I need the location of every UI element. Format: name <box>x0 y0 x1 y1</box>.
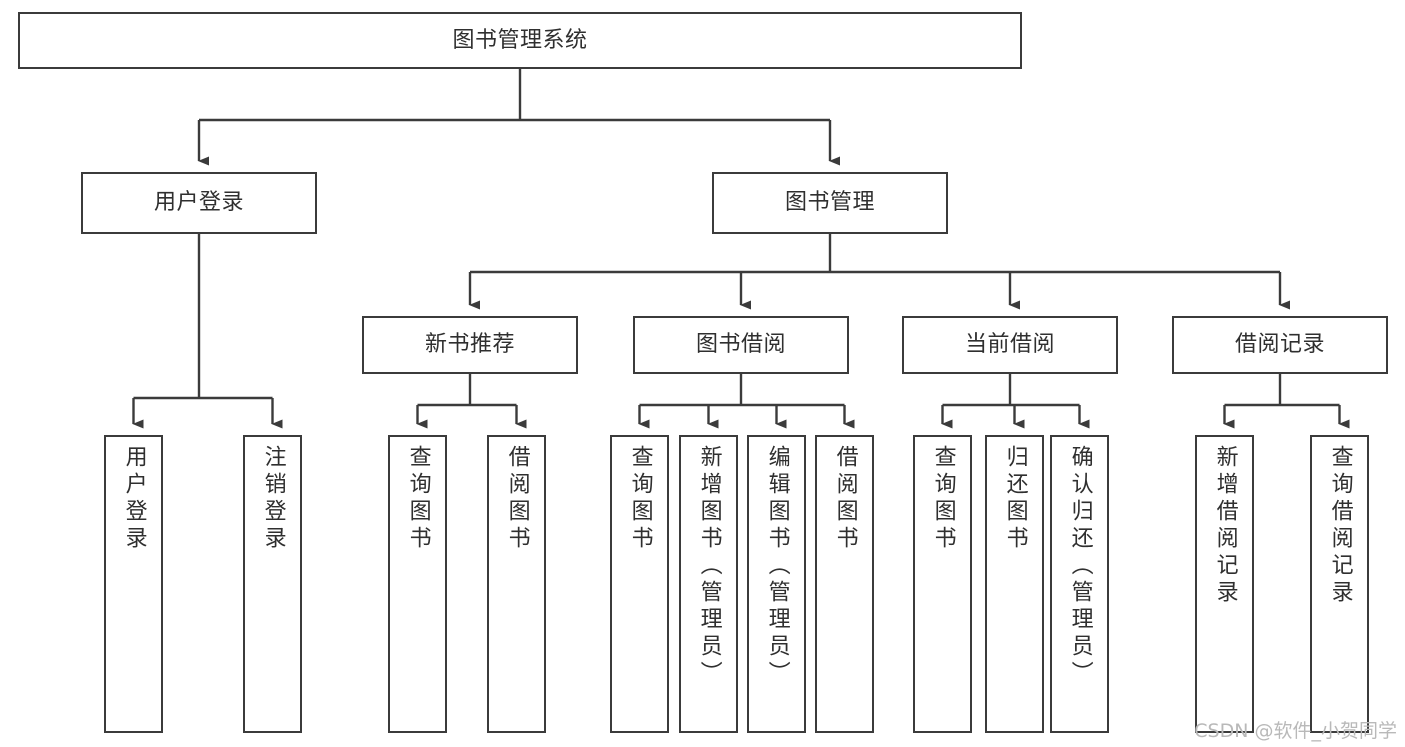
node-label: 新书推荐 <box>424 332 515 358</box>
node-leaf-login-1[interactable]: 用户登录 <box>104 435 163 733</box>
node-bookmgmt[interactable]: 图书管理 <box>712 172 948 234</box>
node-label: 借阅图书 <box>832 445 858 553</box>
connector-lines <box>132 69 1350 429</box>
node-label: 借阅图书 <box>504 445 530 553</box>
node-label: 图书管理 <box>784 190 875 216</box>
node-label: 编辑图书（管理员） <box>764 445 790 688</box>
node-label: 当前借阅 <box>964 332 1055 358</box>
node-borrow[interactable]: 图书借阅 <box>633 316 849 374</box>
node-leaf-rec-1[interactable]: 新增借阅记录 <box>1195 435 1254 733</box>
node-leaf-rec-2[interactable]: 查询借阅记录 <box>1310 435 1369 733</box>
node-login[interactable]: 用户登录 <box>81 172 317 234</box>
node-leaf-new-1[interactable]: 查询图书 <box>388 435 447 733</box>
node-leaf-login-2[interactable]: 注销登录 <box>243 435 302 733</box>
node-leaf-cur-3[interactable]: 确认归还（管理员） <box>1050 435 1109 733</box>
node-newbook[interactable]: 新书推荐 <box>362 316 578 374</box>
node-leaf-cur-2[interactable]: 归还图书 <box>985 435 1044 733</box>
node-label: 查询图书 <box>627 445 653 553</box>
node-label: 归还图书 <box>1002 445 1028 553</box>
node-leaf-borrow-4[interactable]: 借阅图书 <box>815 435 874 733</box>
node-label: 借阅记录 <box>1234 332 1325 358</box>
node-label: 注销登录 <box>260 445 286 553</box>
node-leaf-borrow-1[interactable]: 查询图书 <box>610 435 669 733</box>
node-label: 查询借阅记录 <box>1327 445 1353 607</box>
node-root[interactable]: 图书管理系统 <box>18 12 1022 69</box>
node-leaf-borrow-2[interactable]: 新增图书（管理员） <box>679 435 738 733</box>
node-label: 新增图书（管理员） <box>696 445 722 688</box>
node-leaf-new-2[interactable]: 借阅图书 <box>487 435 546 733</box>
node-leaf-borrow-3[interactable]: 编辑图书（管理员） <box>747 435 806 733</box>
node-label: 查询图书 <box>930 445 956 553</box>
node-label: 确认归还（管理员） <box>1067 445 1093 688</box>
node-label: 图书管理系统 <box>452 27 588 53</box>
node-label: 用户登录 <box>121 445 147 553</box>
node-records[interactable]: 借阅记录 <box>1172 316 1388 374</box>
node-label: 查询图书 <box>405 445 431 553</box>
node-label: 用户登录 <box>153 190 244 216</box>
node-current[interactable]: 当前借阅 <box>902 316 1118 374</box>
node-label: 新增借阅记录 <box>1212 445 1238 607</box>
node-leaf-cur-1[interactable]: 查询图书 <box>913 435 972 733</box>
node-label: 图书借阅 <box>695 332 786 358</box>
